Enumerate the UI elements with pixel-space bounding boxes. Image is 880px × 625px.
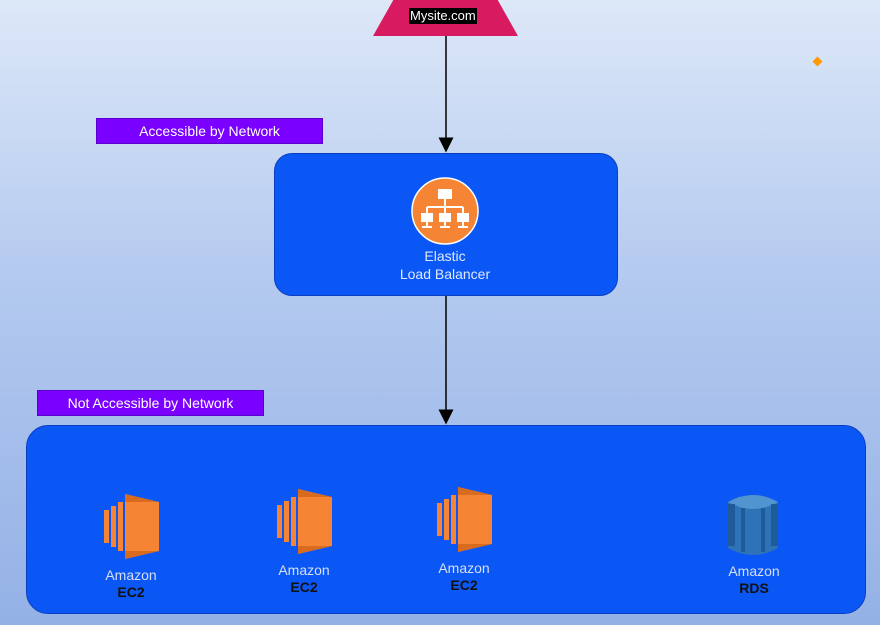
rds-icon[interactable] — [724, 492, 782, 558]
load-balancer-label: Elastic Load Balancer — [345, 247, 545, 283]
service-title-rds: Amazon — [728, 563, 780, 579]
website-label: Mysite.com — [409, 8, 477, 24]
ec2-icon[interactable] — [101, 494, 161, 559]
accessible-zone-tag: Accessible by Network — [96, 118, 323, 144]
service-title-ec2-2: Amazon — [278, 562, 330, 578]
load-balancer-label-line1: Elastic — [424, 248, 466, 264]
ec2-icon[interactable] — [434, 487, 494, 552]
service-subtitle-ec2-3: EC2 — [450, 577, 478, 593]
service-subtitle-ec2-1: EC2 — [117, 584, 145, 600]
load-balancer-label-line2: Load Balancer — [399, 266, 491, 282]
ec2-icon[interactable] — [274, 489, 334, 554]
load-balancer-icon — [411, 177, 479, 245]
not-accessible-zone-tag: Not Accessible by Network — [37, 390, 264, 416]
service-subtitle-rds: RDS — [739, 580, 769, 596]
service-title-ec2-1: Amazon — [105, 567, 157, 583]
service-title-ec2-3: Amazon — [438, 560, 490, 576]
service-subtitle-ec2-2: EC2 — [290, 579, 318, 595]
